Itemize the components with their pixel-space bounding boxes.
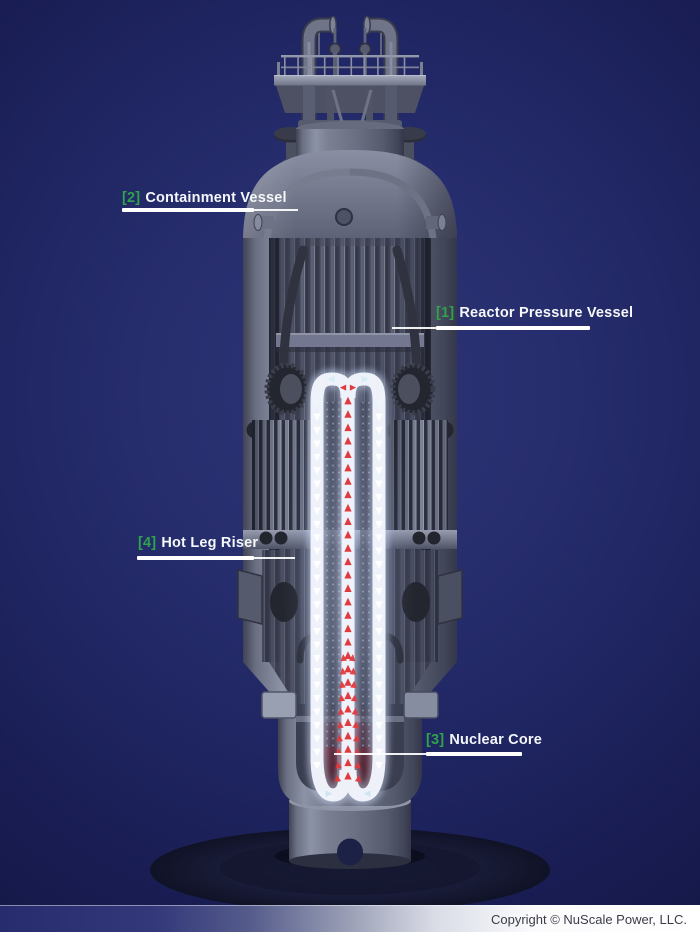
callout-label: Hot Leg Riser bbox=[161, 535, 259, 551]
callout-pointer-hot-leg-riser bbox=[254, 557, 295, 559]
side-bracket-right bbox=[437, 569, 463, 625]
downcomer-arrows bbox=[313, 413, 383, 770]
callout-number: [1] bbox=[436, 305, 455, 321]
flow-turn-arrows bbox=[313, 375, 383, 798]
callout-reactor-pressure-vessel: [1]Reactor Pressure Vessel bbox=[436, 304, 633, 322]
callout-pointer-reactor-pressure-vessel bbox=[392, 327, 436, 329]
callout-pointer-containment-vessel bbox=[254, 209, 298, 211]
callout-number: [2] bbox=[122, 190, 141, 206]
callout-number: [4] bbox=[138, 535, 157, 551]
callout-underline-containment-vessel bbox=[122, 208, 254, 212]
callout-underline-reactor-pressure-vessel bbox=[436, 326, 590, 330]
containment-dome bbox=[243, 121, 457, 256]
callout-hot-leg-riser: [4]Hot Leg Riser bbox=[138, 534, 258, 552]
pump-flywheel-right bbox=[390, 362, 436, 416]
hot-riser-arrows bbox=[334, 384, 362, 782]
coolant-flow-circuit bbox=[282, 345, 414, 815]
side-nozzle-right bbox=[426, 214, 447, 231]
callout-underline-hot-leg-riser bbox=[137, 556, 254, 560]
side-bracket-left bbox=[237, 569, 263, 625]
pump-flywheel-left bbox=[264, 362, 310, 416]
top-piping-structure bbox=[274, 15, 426, 166]
callout-containment-vessel: [2]Containment Vessel bbox=[122, 189, 287, 207]
callout-underline-nuclear-core bbox=[426, 752, 522, 756]
copyright-text: Copyright © NuScale Power, LLC. bbox=[490, 911, 687, 927]
pedestal-port-hole bbox=[337, 838, 363, 866]
side-nozzle-left bbox=[253, 214, 274, 231]
callout-nuclear-core: [3]Nuclear Core bbox=[426, 731, 542, 749]
callout-number: [3] bbox=[426, 732, 445, 748]
callout-label: Reactor Pressure Vessel bbox=[459, 305, 634, 321]
copyright-bar: Copyright © NuScale Power, LLC. bbox=[0, 905, 700, 932]
callout-label: Nuclear Core bbox=[449, 732, 542, 748]
support-lug-right bbox=[403, 691, 439, 719]
callout-pointer-nuclear-core bbox=[334, 753, 426, 755]
callout-label: Containment Vessel bbox=[145, 190, 287, 206]
